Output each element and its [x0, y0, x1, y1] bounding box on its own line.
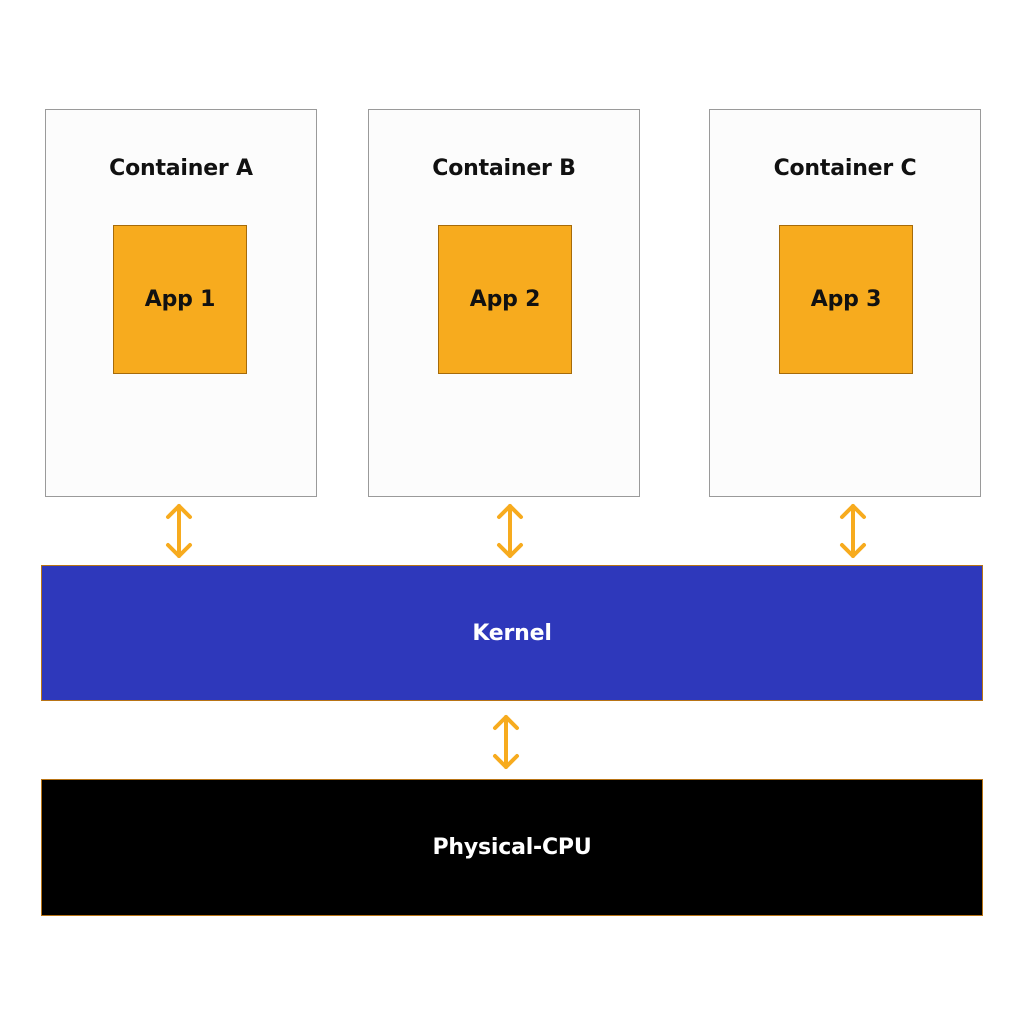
- container-b: Container B App 2: [368, 109, 640, 497]
- app-3-box: App 3: [779, 225, 913, 374]
- physical-cpu-layer: Physical-CPU: [41, 779, 983, 916]
- double-arrow-icon-a: [166, 504, 192, 558]
- app-3-label: App 3: [810, 287, 882, 312]
- physical-cpu-label: Physical-CPU: [432, 835, 592, 860]
- double-arrow-icon-c: [840, 504, 866, 558]
- kernel-label: Kernel: [472, 620, 552, 646]
- container-a: Container A App 1: [45, 109, 317, 497]
- double-arrow-icon-b: [497, 504, 523, 558]
- app-1-label: App 1: [144, 287, 216, 312]
- container-c: Container C App 3: [709, 109, 981, 497]
- double-arrow-icon-kernel-cpu: [493, 715, 519, 769]
- app-2-label: App 2: [469, 287, 541, 312]
- container-a-title: Container A: [109, 156, 253, 181]
- container-b-title: Container B: [432, 156, 576, 181]
- app-1-box: App 1: [113, 225, 247, 374]
- container-c-title: Container C: [773, 156, 917, 181]
- kernel-layer: Kernel: [41, 565, 983, 701]
- app-2-box: App 2: [438, 225, 572, 374]
